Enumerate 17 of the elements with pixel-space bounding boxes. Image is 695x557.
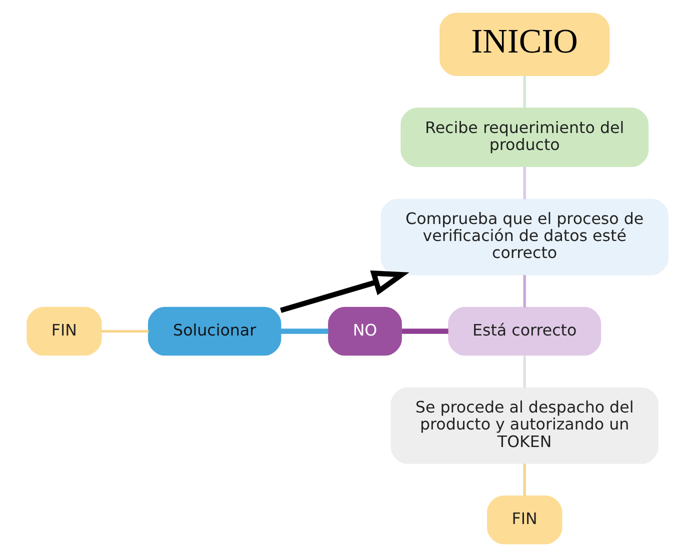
connector <box>523 166 526 200</box>
node-box: Se procede al despacho del producto y autorizando un TOKEN <box>390 387 658 464</box>
arrow <box>280 270 410 313</box>
node-box: Recibe requerimiento del producto <box>400 108 649 168</box>
node-box: Comprueba que el proceso de verificación de datos esté correcto <box>380 198 668 276</box>
connector <box>280 328 328 334</box>
node-box: Está correcto <box>448 306 602 356</box>
node-box: INICIO <box>440 12 610 76</box>
connector <box>101 330 149 333</box>
node-box: NO <box>328 306 402 356</box>
connector <box>523 464 526 496</box>
connector <box>402 328 448 334</box>
connector <box>523 275 526 308</box>
node-box: FIN <box>487 496 562 544</box>
node-box: Solucionar <box>148 306 282 356</box>
connector <box>523 76 526 108</box>
node-box: FIN <box>26 306 102 356</box>
